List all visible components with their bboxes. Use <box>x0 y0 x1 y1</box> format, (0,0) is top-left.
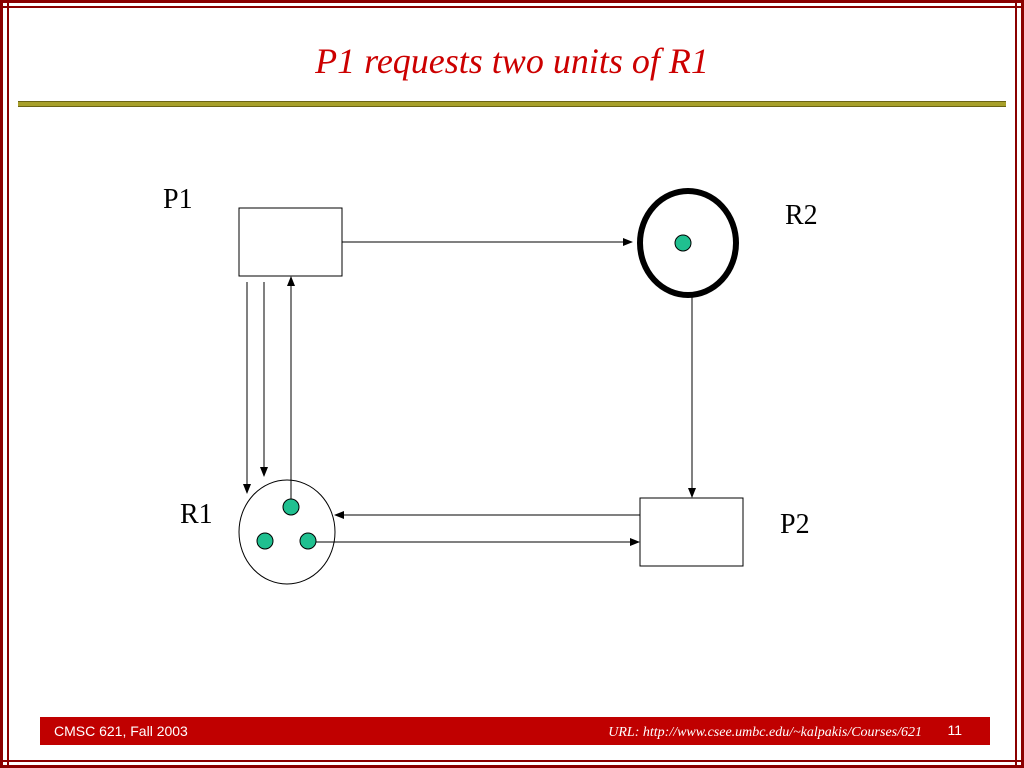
frame-right-inner <box>1015 0 1017 768</box>
frame-top-inner <box>0 6 1024 8</box>
process-p1-box <box>238 207 343 277</box>
label-p1: P1 <box>163 184 193 215</box>
frame-left-inner <box>7 0 9 768</box>
frame-bottom-inner <box>0 760 1024 762</box>
footer-course: CMSC 621, Fall 2003 <box>54 723 188 739</box>
label-r2: R2 <box>785 200 818 231</box>
frame-left-outer <box>0 0 3 768</box>
frame-top-outer <box>0 0 1024 3</box>
resource-r2-unit <box>674 234 692 252</box>
title-rule <box>18 101 1006 107</box>
resource-r1-unit <box>256 532 274 550</box>
frame-right-outer <box>1021 0 1024 768</box>
resource-r1-circle <box>238 479 336 585</box>
process-p2-box <box>639 497 744 567</box>
resource-r1-unit <box>299 532 317 550</box>
label-r1: R1 <box>180 499 213 530</box>
footer-bar: CMSC 621, Fall 2003 URL: http://www.csee… <box>40 717 990 745</box>
footer-url: URL: http://www.csee.umbc.edu/~kalpakis/… <box>608 725 922 740</box>
slide-title: P1 requests two units of R1 <box>315 41 709 81</box>
label-p2: P2 <box>780 509 810 540</box>
page-number: 11 <box>947 722 962 738</box>
resource-r1-unit <box>282 498 300 516</box>
frame-bottom-outer <box>0 765 1024 768</box>
